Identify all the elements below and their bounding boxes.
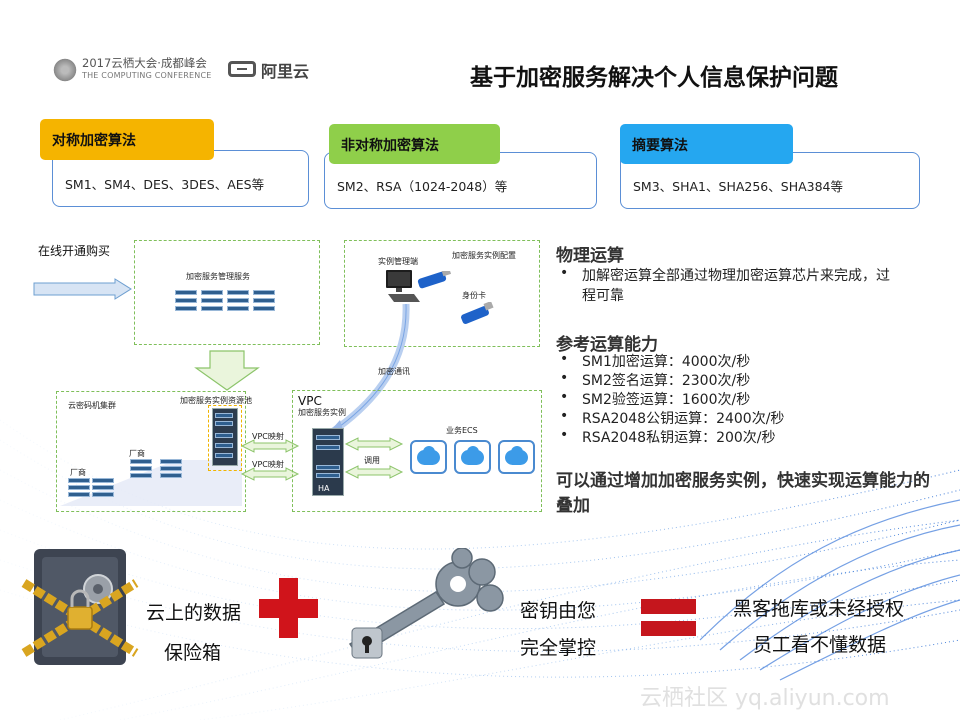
capacity-item: SM2签名运算：2300次/秒 <box>560 370 750 390</box>
business-ecs-label: 业务ECS <box>446 426 478 435</box>
online-purchase-label: 在线开通购买 <box>38 244 111 258</box>
aliyun-logo-mark <box>228 61 256 77</box>
capacity-item: RSA2048公钥运算：2400次/秒 <box>560 408 784 428</box>
vendor-servers-1 <box>68 478 118 498</box>
ecs-cloud-icon-1 <box>410 440 447 474</box>
equals-icon-top <box>641 599 696 614</box>
key-icon <box>348 548 504 659</box>
digest-tab: 摘要算法 <box>620 124 793 164</box>
key-line1: 密钥由您 <box>520 600 597 622</box>
watermark: 云栖社区 yq.aliyun.com <box>640 686 890 711</box>
cluster-label: 云密码机集群 <box>68 401 116 410</box>
id-card-key-icon <box>461 302 494 324</box>
vpc-label: VPC <box>298 394 322 408</box>
plus-icon-horizontal <box>259 599 318 618</box>
symmetric-tab: 对称加密算法 <box>40 119 214 160</box>
capacity-item: SM2验签运算：1600次/秒 <box>560 389 750 409</box>
conference-logo: 2017云栖大会·成都峰会 THE COMPUTING CONFERENCE <box>52 55 212 85</box>
call-label: 调用 <box>364 456 380 465</box>
resource-pool-box <box>208 405 242 471</box>
vendor-label-1: 厂商 <box>70 468 86 477</box>
page-title: 基于加密服务解决个人信息保护问题 <box>470 65 838 91</box>
capacity-title: 参考运算能力 <box>556 335 658 355</box>
instance-mgmt-label: 实例管理端 <box>378 257 418 266</box>
id-card-label: 身份卡 <box>462 291 486 300</box>
physical-bullet-cont: 程可靠 <box>582 288 624 304</box>
down-arrow <box>194 350 260 391</box>
vpc-map-label-1: VPC映射 <box>252 432 284 441</box>
asymmetric-tab: 非对称加密算法 <box>329 124 500 164</box>
ha-servers <box>312 428 344 496</box>
ha-label: HA <box>318 484 330 493</box>
conference-logo-mark <box>52 57 78 83</box>
management-servers <box>175 290 275 314</box>
vendor-servers-2 <box>130 459 190 479</box>
symmetric-algorithms: SM1、SM4、DES、3DES、AES等 <box>65 177 265 192</box>
safe-line2: 保险箱 <box>164 642 222 664</box>
ecs-cloud-icon-2 <box>454 440 491 474</box>
safe-line1: 云上的数据 <box>146 602 242 624</box>
physical-title: 物理运算 <box>556 246 624 266</box>
key-line2: 完全掌控 <box>520 637 597 659</box>
management-service-box <box>134 240 320 345</box>
call-arrows <box>344 437 404 479</box>
computer-icon <box>386 270 420 302</box>
conference-subtitle: THE COMPUTING CONFERENCE <box>82 71 212 80</box>
vpc-map-arrows <box>240 439 300 481</box>
physical-bullet: 加解密运算全部通过物理加密运算芯片来完成，过 <box>560 265 890 285</box>
usb-key-icon <box>417 271 452 289</box>
conclusion-text: 可以通过增加加密服务实例，快速实现运算能力的叠加 <box>556 471 930 516</box>
purchase-arrow <box>33 278 132 300</box>
aliyun-logo: 阿里云 <box>228 58 318 81</box>
result-line2: 员工看不懂数据 <box>753 634 887 656</box>
instance-config-box <box>344 240 540 347</box>
resource-pool-label: 加密服务实例资源池 <box>180 396 252 405</box>
vpc-map-label-2: VPC映射 <box>252 460 284 469</box>
capacity-item: RSA2048私钥运算：200次/秒 <box>560 427 775 447</box>
vendor-label-2: 厂商 <box>129 449 145 458</box>
vpc-box <box>292 390 542 512</box>
conference-name: 2017云栖大会·成都峰会 <box>82 56 207 70</box>
instance-config-label: 加密服务实例配置 <box>452 251 516 260</box>
result-line1: 黑客拖库或未经授权 <box>733 598 905 620</box>
digest-algorithms: SM3、SHA1、SHA256、SHA384等 <box>633 179 843 194</box>
aliyun-logo-text: 阿里云 <box>261 62 310 81</box>
vpc-instance-label: 加密服务实例 <box>298 408 346 417</box>
safe-icon <box>21 549 139 665</box>
encrypt-comm-label: 加密通讯 <box>378 367 410 376</box>
ecs-cloud-icon-3 <box>498 440 535 474</box>
management-service-label: 加密服务管理服务 <box>186 272 250 281</box>
resource-pool-servers <box>212 408 238 466</box>
capacity-item: SM1加密运算：4000次/秒 <box>560 351 750 371</box>
equals-icon-bottom <box>641 621 696 636</box>
asymmetric-algorithms: SM2、RSA（1024-2048）等 <box>337 179 508 194</box>
cluster-box <box>56 391 246 512</box>
